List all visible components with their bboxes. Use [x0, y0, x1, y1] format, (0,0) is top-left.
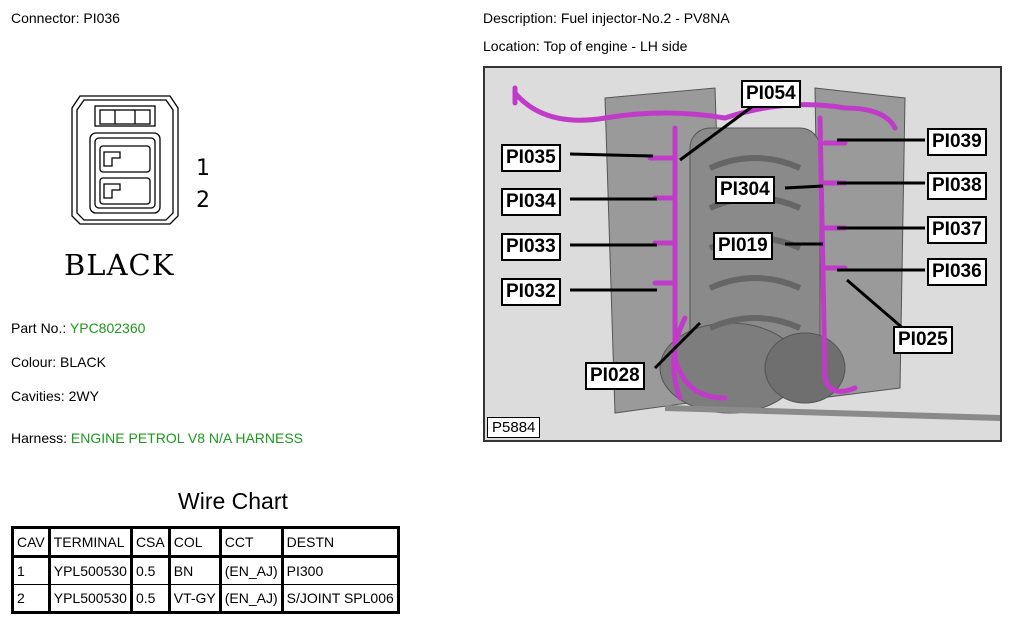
callout-pi032: PI032 — [501, 278, 561, 306]
callout-pi028: PI028 — [585, 362, 645, 390]
header-col: COL — [167, 526, 222, 558]
cavities-value: 2WY — [68, 388, 99, 404]
cell-terminal: YPL500530 — [47, 556, 133, 585]
callout-pi036: PI036 — [927, 258, 987, 286]
callout-pi037: PI037 — [927, 216, 987, 244]
cavities-line: Cavities: 2WY — [11, 388, 99, 404]
connector-face-diagram: 1 2 — [71, 95, 210, 225]
cell-cct: (EN_AJ) — [218, 556, 284, 585]
cell-cav: 2 — [11, 584, 51, 614]
header-cct: CCT — [218, 526, 284, 558]
connector-colour-label: BLACK — [64, 248, 175, 282]
colour-label: Colour: — [11, 354, 57, 370]
header-cav: CAV — [11, 526, 51, 558]
callout-pi054: PI054 — [741, 80, 801, 108]
cell-csa: 0.5 — [129, 584, 171, 614]
location-line: Location: Top of engine - LH side — [483, 38, 687, 54]
header-csa: CSA — [129, 526, 171, 558]
callout-pi025: PI025 — [893, 326, 953, 354]
description-label: Description: — [483, 10, 557, 26]
harness-line: Harness: ENGINE PETROL V8 N/A HARNESS — [11, 430, 303, 446]
description-line: Description: Fuel injector-No.2 - PV8NA — [483, 10, 730, 26]
colour-line: Colour: BLACK — [11, 354, 106, 370]
wire-chart-title: Wire Chart — [178, 488, 288, 514]
pin-1-label: 1 — [196, 156, 210, 181]
header-destn: DESTN — [280, 526, 400, 558]
image-reference-code: P5884 — [487, 417, 541, 438]
part-no-label: Part No.: — [11, 320, 67, 336]
cell-destn: S/JOINT SPL006 — [280, 584, 400, 614]
engine-location-image: PI054 PI035 PI039 PI034 PI304 PI038 PI03… — [483, 66, 1002, 442]
location-label: Location: — [483, 38, 540, 54]
harness-value: ENGINE PETROL V8 N/A HARNESS — [70, 430, 304, 446]
connector-line: Connector: PI036 — [11, 10, 120, 26]
callout-pi019: PI019 — [713, 232, 773, 260]
cell-cav: 1 — [11, 556, 51, 585]
cavities-label: Cavities: — [11, 388, 65, 404]
callout-pi035: PI035 — [501, 144, 561, 172]
cell-col: BN — [167, 556, 222, 585]
cell-destn: PI300 — [280, 556, 400, 585]
part-no-value: YPC802360 — [69, 320, 146, 336]
connector-value: PI036 — [83, 10, 120, 26]
part-no-line: Part No.: YPC802360 — [11, 320, 145, 336]
cell-cct: (EN_AJ) — [218, 584, 284, 614]
description-value: Fuel injector-No.2 - PV8NA — [560, 10, 730, 26]
connector-label: Connector: — [11, 10, 80, 26]
cell-csa: 0.5 — [129, 556, 171, 585]
callout-pi034: PI034 — [501, 188, 561, 216]
callout-pi039: PI039 — [927, 128, 987, 156]
header-terminal: TERMINAL — [47, 526, 133, 558]
cell-col: VT-GY — [167, 584, 222, 614]
location-value: Top of engine - LH side — [543, 38, 688, 54]
callout-pi033: PI033 — [501, 233, 561, 261]
callout-pi304: PI304 — [715, 176, 775, 204]
callout-pi038: PI038 — [927, 172, 987, 200]
wire-chart-header-row: CAV TERMINAL CSA COL CCT DESTN — [11, 526, 400, 558]
cell-terminal: YPL500530 — [47, 584, 133, 614]
table-row: 2 YPL500530 0.5 VT-GY (EN_AJ) S/JOINT SP… — [11, 584, 400, 614]
wire-chart-table: CAV TERMINAL CSA COL CCT DESTN 1 YPL5005… — [11, 526, 400, 614]
table-row: 1 YPL500530 0.5 BN (EN_AJ) PI300 — [11, 556, 400, 585]
pin-2-label: 2 — [196, 188, 210, 213]
colour-value: BLACK — [60, 354, 106, 370]
harness-label: Harness: — [11, 430, 68, 446]
